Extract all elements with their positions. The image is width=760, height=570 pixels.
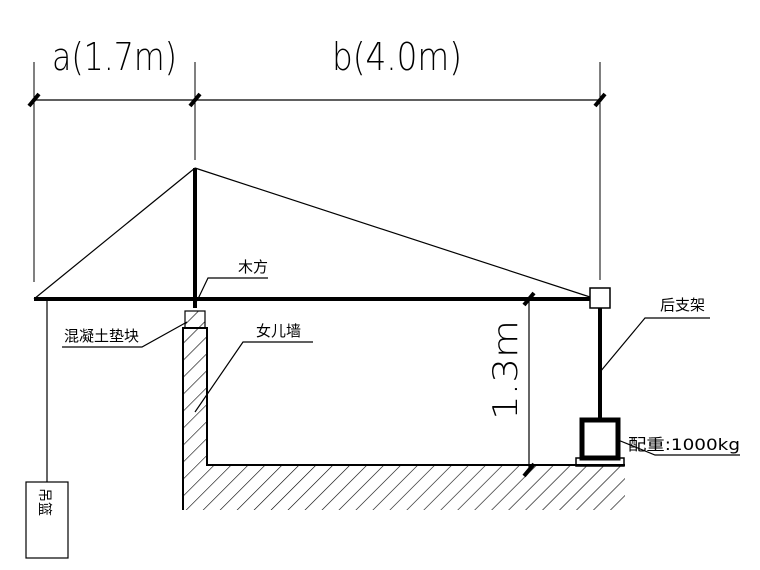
height-dimension (522, 291, 536, 478)
hanging-basket (25, 301, 69, 559)
dim-label-a: a(1.7m) (52, 35, 177, 79)
leader-lines (62, 277, 740, 456)
rear-support-label: 后支架 (660, 296, 705, 314)
top-dimension (27, 62, 607, 282)
tie-cables (33, 167, 591, 300)
rear-support-frame (589, 287, 611, 420)
dim-label-height: 1.3m (486, 320, 526, 420)
dim-label-b: b(4.0m) (332, 35, 462, 79)
counterweight (575, 417, 625, 467)
wood-block-label: 木方 (238, 258, 268, 276)
concrete-pad (184, 310, 206, 329)
parapet-label: 女儿墙 (256, 322, 301, 340)
parapet-wall (182, 327, 625, 510)
concrete-pad-label: 混凝土垫块 (64, 327, 139, 345)
counterweight-label: 配重:1000kg (628, 435, 740, 454)
basket-label: 吊篮 (36, 488, 52, 516)
